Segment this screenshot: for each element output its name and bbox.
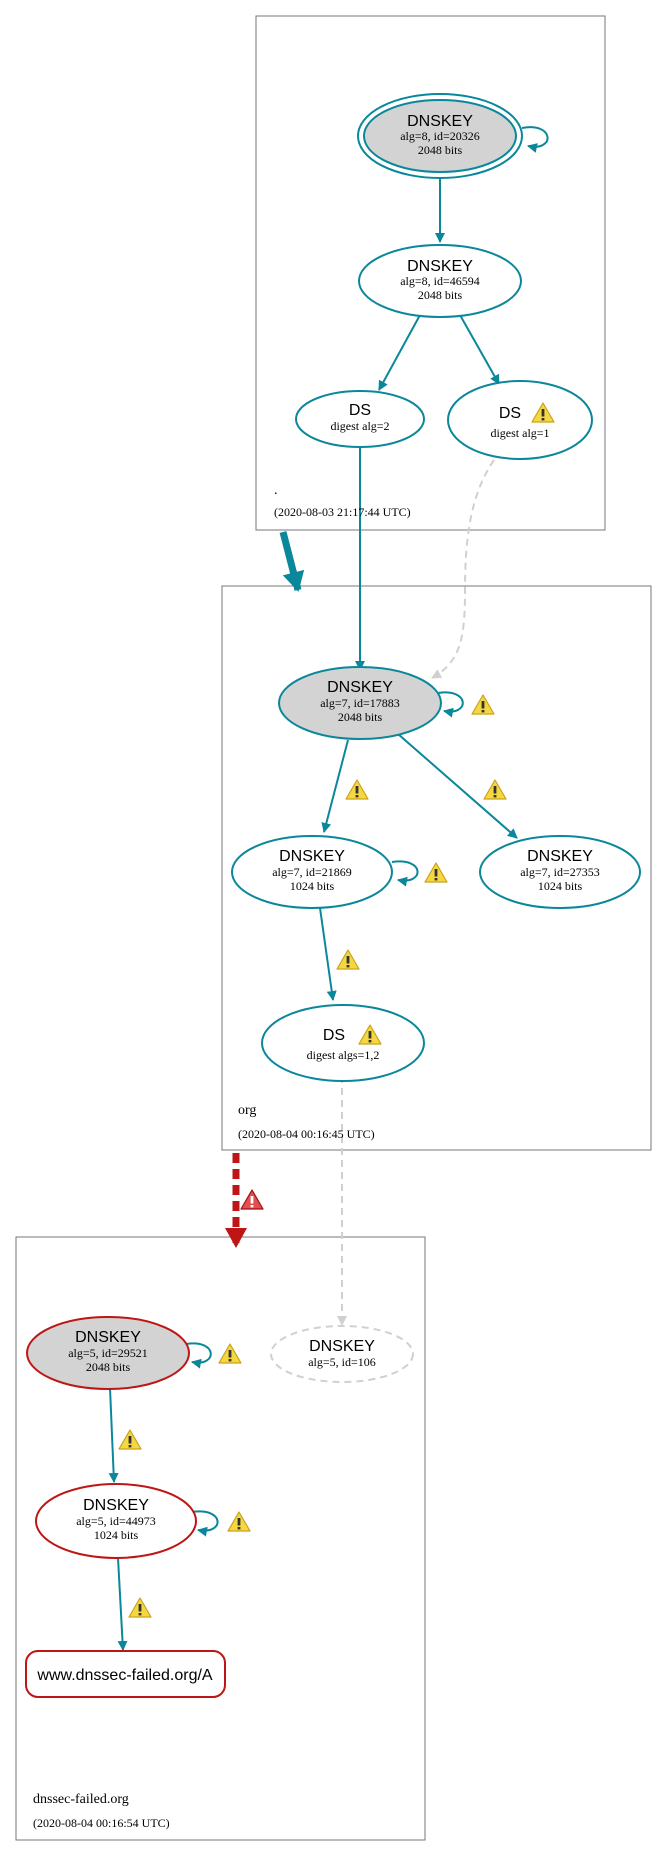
node-dnssec-zsk-line2: 1024 bits: [94, 1528, 139, 1542]
warning-triangle-icon[interactable]: [345, 779, 369, 800]
warning-triangle-icon[interactable]: [471, 694, 495, 715]
node-root-ksk-title: DNSKEY: [407, 113, 473, 130]
node-root-zsk-line1: alg=8, id=46594: [400, 274, 480, 288]
zone-root-box: [255, 15, 606, 531]
node-dnssec-missing-key-title: DNSKEY: [309, 1338, 375, 1355]
edge-root-ds1-to-org-ksk: [431, 459, 495, 679]
self-loop-dnssec-ksk: [185, 1342, 212, 1369]
warning-triangle-icon[interactable]: [483, 779, 507, 800]
node-root-ds-digest2-title: DS: [349, 402, 371, 419]
zone-org-box: [221, 585, 652, 1151]
node-org-zsk-27353-title: DNSKEY: [527, 848, 593, 865]
node-org-zsk-21869[interactable]: DNSKEY alg=7, id=21869 1024 bits: [231, 835, 393, 909]
node-root-ds-digest2-line1: digest alg=2: [330, 419, 389, 433]
node-rrset-www-a[interactable]: www.dnssec-failed.org/A: [25, 1650, 226, 1698]
node-dnssec-zsk-line1: alg=5, id=44973: [76, 1514, 156, 1528]
node-org-ksk[interactable]: DNSKEY alg=7, id=17883 2048 bits: [278, 666, 442, 740]
zone-org-timestamp: (2020-08-04 00:16:45 UTC): [238, 1127, 375, 1141]
self-loop-root-ksk: [521, 126, 549, 153]
node-root-ds-digest1-line1: digest alg=1: [490, 426, 549, 440]
edge-dnssec-ksk-to-zsk: [108, 1387, 119, 1483]
node-org-zsk-21869-line2: 1024 bits: [290, 879, 335, 893]
zone-org-name: org: [238, 1103, 256, 1118]
node-org-ksk-title: DNSKEY: [327, 679, 393, 696]
node-root-ksk-line2: 2048 bits: [418, 143, 463, 157]
node-root-zsk-line2: 2048 bits: [418, 288, 463, 302]
node-org-ds[interactable]: DS digest algs=1,2: [261, 1004, 425, 1082]
node-org-ksk-line2: 2048 bits: [338, 710, 383, 724]
node-dnssec-ksk-line2: 2048 bits: [86, 1360, 131, 1374]
node-org-ds-title: DS: [323, 1027, 345, 1044]
node-root-zsk-title: DNSKEY: [407, 258, 473, 275]
zone-dnssec-failed-name: dnssec-failed.org: [33, 1792, 129, 1807]
node-dnssec-ksk-line1: alg=5, id=29521: [68, 1346, 148, 1360]
node-dnssec-ksk-title: DNSKEY: [75, 1329, 141, 1346]
warning-triangle-icon[interactable]: [424, 862, 448, 883]
node-org-zsk-27353-line2: 1024 bits: [538, 879, 583, 893]
self-loop-org-zsk1: [391, 860, 419, 887]
edge-org-zsk1-to-ds: [319, 907, 337, 1001]
node-dnssec-ksk[interactable]: DNSKEY alg=5, id=29521 2048 bits: [26, 1316, 190, 1390]
warning-triangle-icon[interactable]: [227, 1511, 251, 1532]
edge-org-ksk-to-zsk1: [321, 739, 349, 833]
node-org-zsk-27353-line1: alg=7, id=27353: [520, 865, 600, 879]
node-org-ksk-line1: alg=7, id=17883: [320, 696, 400, 710]
node-org-zsk-27353[interactable]: DNSKEY alg=7, id=27353 1024 bits: [479, 835, 641, 909]
zone-root-name: .: [274, 483, 278, 498]
edge-org-ksk-to-zsk2: [397, 733, 518, 839]
warning-triangle-icon[interactable]: [336, 949, 360, 970]
error-triangle-icon[interactable]: [240, 1189, 264, 1210]
node-root-ds-digest2[interactable]: DS digest alg=2: [295, 390, 425, 448]
warning-triangle-icon[interactable]: [118, 1429, 142, 1450]
warning-triangle-icon[interactable]: [128, 1597, 152, 1618]
self-loop-org-ksk: [437, 691, 464, 718]
edge-delegation-root-to-org: [279, 531, 305, 592]
node-dnssec-zsk[interactable]: DNSKEY alg=5, id=44973 1024 bits: [35, 1483, 197, 1559]
zone-dnssec-failed-box: [15, 1236, 426, 1841]
zone-root-timestamp: (2020-08-03 21:17:44 UTC): [274, 505, 411, 519]
node-org-ds-line1: digest algs=1,2: [307, 1048, 380, 1062]
warning-triangle-icon[interactable]: [218, 1343, 242, 1364]
node-org-zsk-21869-line1: alg=7, id=21869: [272, 865, 352, 879]
node-org-zsk-21869-title: DNSKEY: [279, 848, 345, 865]
node-root-ksk[interactable]: DNSKEY alg=8, id=20326 2048 bits: [357, 93, 523, 179]
self-loop-dnssec-zsk: [191, 1510, 219, 1537]
node-rrset-www-a-label: www.dnssec-failed.org/A: [36, 1667, 213, 1684]
node-root-ds-digest1[interactable]: DS digest alg=1: [447, 380, 593, 460]
zone-dnssec-failed-timestamp: (2020-08-04 00:16:54 UTC): [33, 1816, 170, 1830]
edge-root-zsk-to-ds1: [459, 314, 500, 385]
node-root-zsk[interactable]: DNSKEY alg=8, id=46594 2048 bits: [358, 244, 522, 318]
node-root-ksk-line1: alg=8, id=20326: [400, 129, 480, 143]
node-root-ds-digest1-title: DS: [499, 405, 521, 422]
edge-root-zsk-to-ds2: [378, 314, 421, 391]
node-dnssec-zsk-title: DNSKEY: [83, 1497, 149, 1514]
node-dnssec-missing-key-line1: alg=5, id=106: [308, 1355, 376, 1369]
edge-dnssec-zsk-to-rrset: [117, 1557, 128, 1651]
node-dnssec-missing-key[interactable]: DNSKEY alg=5, id=106: [270, 1325, 414, 1383]
